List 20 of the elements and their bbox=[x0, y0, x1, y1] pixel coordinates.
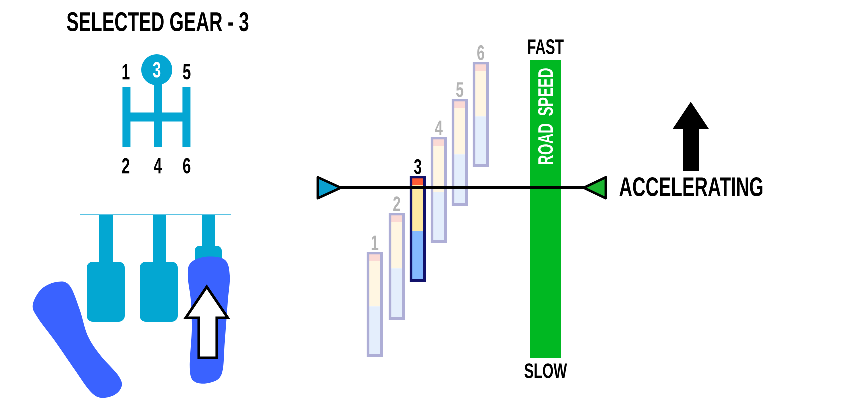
node-label: 5 bbox=[456, 82, 464, 98]
gear-bar: 5 bbox=[452, 82, 468, 206]
scale-label: FAST bbox=[528, 40, 564, 54]
gear-number: 6 bbox=[183, 158, 191, 174]
gear-bar: 2 bbox=[388, 196, 406, 320]
speed-bar: ROAD SPEED bbox=[530, 60, 562, 358]
node-label: 2 bbox=[394, 196, 400, 212]
node-label: 3 bbox=[414, 159, 422, 174]
node-label: 4 bbox=[435, 120, 443, 136]
status-label: ACCELERATING bbox=[620, 177, 763, 197]
gear-bar: 3 bbox=[410, 159, 426, 282]
node-label: 6 bbox=[478, 45, 484, 60]
gear-bar: 1 bbox=[366, 236, 384, 357]
gear-bar: 4 bbox=[430, 120, 448, 243]
node-label: 1 bbox=[372, 236, 379, 250]
gear-bar: 6 bbox=[472, 45, 490, 167]
gear-number: 4 bbox=[154, 158, 162, 174]
title: SELECTED GEAR - 3 bbox=[67, 12, 249, 32]
scale-label: SLOW bbox=[524, 364, 568, 378]
gear-number: 2 bbox=[122, 158, 130, 174]
